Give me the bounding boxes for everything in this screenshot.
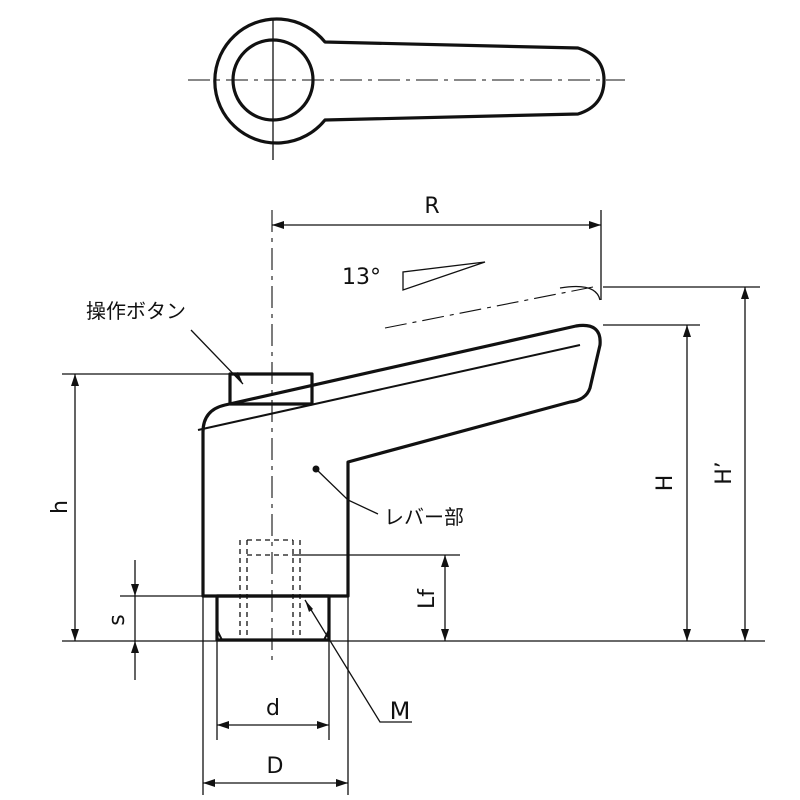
top-view-outline [213, 17, 606, 145]
label-lever-part: レバー部 [384, 505, 464, 529]
label-h: H [653, 475, 678, 492]
label-m: M [390, 697, 411, 725]
tilted-lever-tip [559, 285, 601, 301]
labels: R 13° 操作ボタン レバー部 H H’ h s Lf d D M [48, 194, 737, 779]
label-s: s [105, 614, 130, 625]
operation-button [228, 372, 314, 406]
lever-body [201, 323, 602, 598]
m-leader [304, 599, 412, 723]
tilted-lever-centerline [384, 285, 599, 329]
lever-top-edge-line [197, 344, 581, 431]
hub [215, 594, 331, 642]
lever-leader [315, 468, 379, 515]
label-r: R [424, 194, 439, 219]
angle-symbol [402, 261, 486, 291]
label-h-prime: H’ [712, 461, 737, 485]
lever-leader-dot [312, 465, 320, 473]
label-big-d: D [267, 754, 284, 779]
label-d: d [266, 696, 280, 721]
label-lf: Lf [415, 588, 440, 609]
side-view [197, 210, 602, 660]
dimensions [62, 210, 765, 795]
label-button-part: 操作ボタン [86, 299, 186, 323]
top-view [188, 17, 625, 160]
label-h-small: h [48, 500, 73, 514]
label-angle: 13° [342, 265, 381, 290]
